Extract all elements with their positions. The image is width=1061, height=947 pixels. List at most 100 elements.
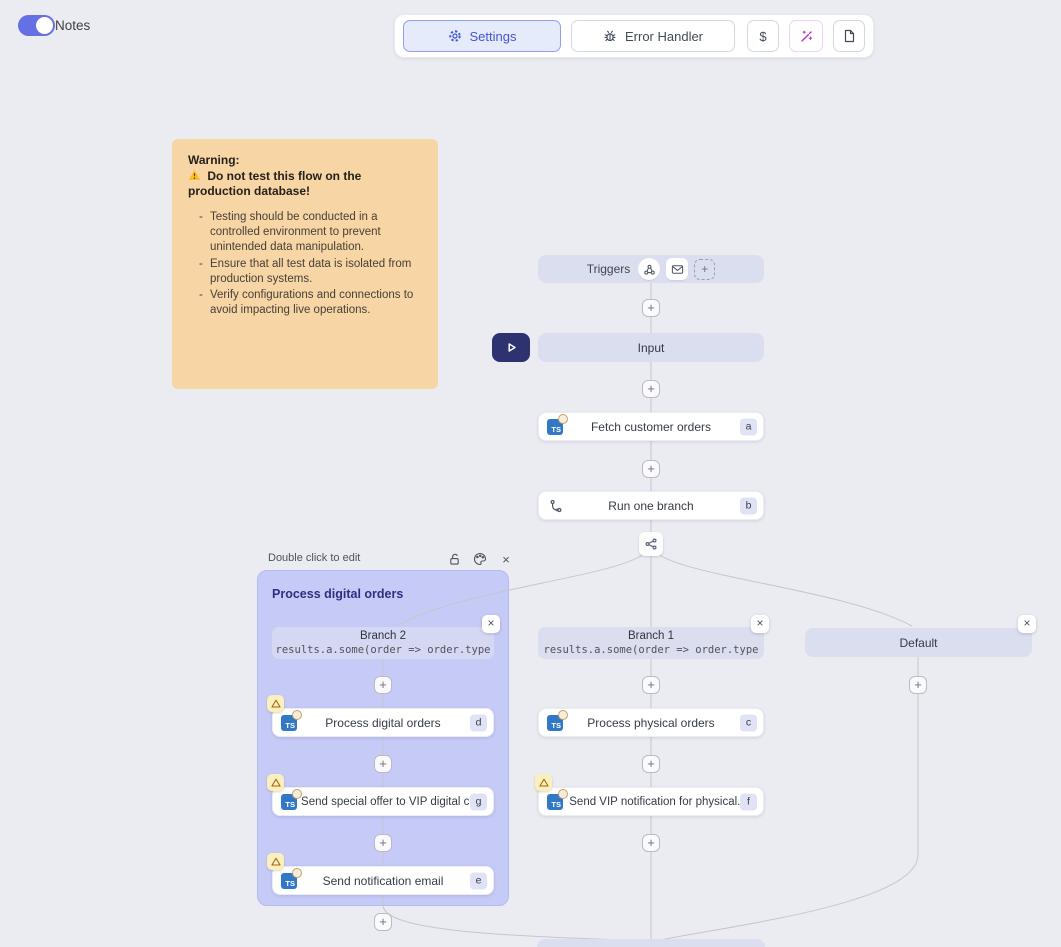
typescript-icon: TS (547, 709, 568, 731)
add-step-button[interactable]: + (642, 755, 660, 773)
step-node-send-special-offer[interactable]: TS Send special offer to VIP digital c..… (272, 787, 494, 816)
toggle-knob (36, 17, 53, 34)
branch-label: Default (899, 635, 938, 650)
typescript-icon: TS (281, 709, 302, 731)
add-step-button[interactable]: + (374, 755, 392, 773)
step-id-badge: f (740, 793, 757, 810)
step-node-send-vip-notification[interactable]: TS Send VIP notification for physical...… (538, 787, 764, 816)
branch-label: Branch 1 (627, 630, 675, 643)
notes-toggle-label: Notes (55, 18, 91, 33)
bun-icon (558, 788, 568, 799)
typescript-icon: TS (281, 867, 302, 889)
bun-icon (558, 709, 568, 720)
warning-badge (267, 695, 284, 712)
branch-icon (549, 499, 563, 513)
webhook-icon (644, 264, 655, 275)
lock-icon[interactable] (446, 551, 462, 567)
triggers-bar[interactable]: Triggers + (538, 255, 764, 283)
add-step-button[interactable]: + (642, 676, 660, 694)
step-id-badge: a (740, 418, 757, 435)
note-bullet: Ensure that all test data is isolated fr… (199, 257, 422, 288)
warning-emoji-icon (188, 169, 207, 183)
bun-icon (558, 413, 568, 424)
note-title: Warning: (188, 153, 240, 167)
close-icon[interactable]: × (502, 551, 510, 567)
document-button[interactable] (833, 20, 865, 52)
play-icon (507, 343, 516, 352)
email-trigger-button[interactable] (666, 258, 689, 280)
step-node-send-notification-email[interactable]: TS Send notification email e (272, 866, 494, 895)
note-bullet-list: Testing should be conducted in a control… (188, 210, 422, 319)
ai-wand-button[interactable] (789, 20, 823, 52)
bug-icon (603, 29, 617, 43)
typescript-icon: TS (547, 788, 568, 810)
warning-triangle-icon (538, 778, 549, 787)
step-node-fetch-customer-orders[interactable]: TS Fetch customer orders a (538, 412, 764, 441)
error-handler-button[interactable]: Error Handler (571, 20, 735, 52)
input-node[interactable]: Input (538, 333, 764, 362)
step-node-process-digital-orders[interactable]: TS Process digital orders d (272, 708, 494, 737)
flow-toolbar: Settings Error Handler $ (394, 14, 874, 58)
settings-button[interactable]: Settings (403, 20, 561, 52)
warning-badge (267, 853, 284, 870)
run-flow-button[interactable] (492, 333, 530, 362)
default-branch-node[interactable]: Default (805, 628, 1032, 657)
branch-condition-code: results.a.some(order => order.type (543, 643, 759, 656)
settings-label: Settings (469, 28, 517, 44)
branch1-node[interactable]: Branch 1 results.a.some(order => order.t… (538, 627, 764, 659)
group-tools: × (446, 551, 514, 567)
notes-toggle[interactable] (18, 15, 55, 36)
dollar-icon: $ (759, 28, 767, 44)
branch-group-process-digital-orders[interactable]: Process digital orders (257, 570, 509, 906)
dollar-button[interactable]: $ (747, 20, 779, 52)
delete-branch-button[interactable]: × (751, 615, 769, 633)
webhook-trigger-button[interactable] (638, 258, 661, 280)
step-label: Send notification email (322, 873, 444, 888)
bun-icon (292, 788, 302, 799)
bun-icon (292, 867, 302, 878)
step-node-run-one-branch[interactable]: Run one branch b (538, 491, 764, 520)
add-step-button[interactable]: + (374, 834, 392, 852)
triggers-label: Triggers (586, 262, 631, 276)
note-bullet: Verify configurations and connections to… (199, 288, 422, 319)
add-step-button[interactable]: + (642, 380, 660, 398)
warning-note[interactable]: Warning: Do not test this flow on the pr… (172, 139, 438, 389)
step-id-badge: e (470, 872, 487, 889)
add-step-button[interactable]: + (374, 676, 392, 694)
input-label: Input (637, 340, 665, 355)
step-label: Send special offer to VIP digital c... (301, 795, 479, 808)
warning-badge (267, 774, 284, 791)
next-step-node[interactable] (537, 939, 765, 947)
step-node-process-physical-orders[interactable]: TS Process physical orders c (538, 708, 764, 737)
typescript-icon: TS (547, 413, 568, 435)
branch2-node[interactable]: Branch 2 results.a.some(order => order.t… (272, 627, 494, 659)
add-step-button[interactable]: + (909, 676, 927, 694)
add-step-button[interactable]: + (642, 460, 660, 478)
error-handler-label: Error Handler (624, 28, 704, 44)
delete-branch-button[interactable]: × (482, 615, 500, 633)
palette-icon[interactable] (472, 551, 488, 567)
branch-condition-code: results.a.some(order => order.type (275, 643, 491, 656)
typescript-icon: TS (281, 788, 302, 810)
add-step-button[interactable]: + (374, 913, 392, 931)
step-id-badge: d (470, 714, 487, 731)
note-bullet: Testing should be conducted in a control… (199, 210, 422, 256)
branch-split-icon (639, 532, 663, 556)
add-step-button[interactable]: + (642, 299, 660, 317)
gear-icon (448, 29, 462, 43)
step-id-badge: g (470, 793, 487, 810)
step-id-badge: c (740, 714, 757, 731)
add-trigger-button[interactable]: + (694, 258, 716, 280)
step-label: Process digital orders (325, 715, 441, 730)
warning-triangle-icon (270, 699, 281, 708)
step-label: Send VIP notification for physical... (569, 795, 747, 808)
magic-wand-icon (799, 29, 814, 44)
delete-branch-button[interactable]: × (1018, 615, 1036, 633)
add-step-button[interactable]: + (642, 834, 660, 852)
warning-triangle-icon (270, 778, 281, 787)
document-icon (842, 29, 856, 43)
step-label: Fetch customer orders (590, 419, 712, 434)
group-edit-hint: Double click to edit (268, 552, 361, 564)
